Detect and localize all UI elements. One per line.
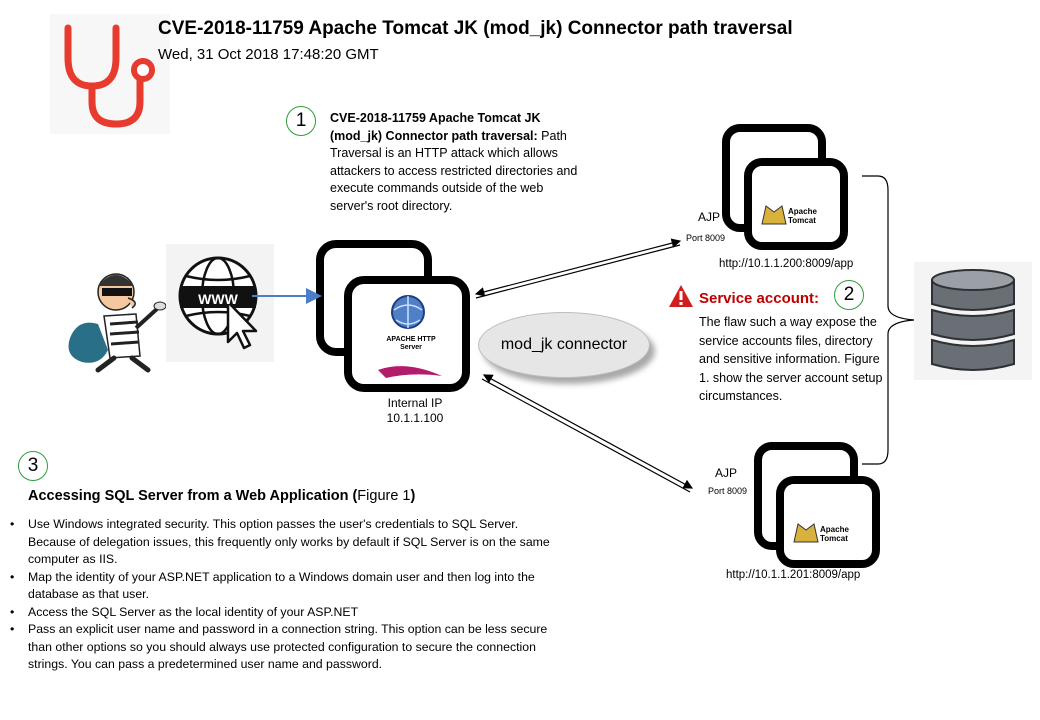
page-title: CVE-2018-11759 Apache Tomcat JK (mod_jk)…	[158, 18, 793, 39]
tomcat-1-logo-line2: Tomcat	[788, 216, 816, 225]
step-2-body: The flaw such a way expose the service a…	[699, 315, 883, 403]
internal-ip-value: 10.1.1.100	[386, 411, 444, 425]
warning-icon	[669, 285, 693, 307]
step-3-badge: 3	[18, 451, 48, 481]
tomcat-1-logo-line1: Apache	[788, 207, 817, 216]
step-1-text: CVE-2018-11759 Apache Tomcat JK (mod_jk)…	[330, 110, 590, 215]
www-label: WWW	[198, 291, 238, 307]
step-1-body: Path Traversal is an HTTP attack which a…	[330, 128, 578, 213]
step-3-heading-text: Accessing SQL Server from a Web Applicat…	[28, 488, 358, 504]
list-item: Pass an explicit user name and password …	[10, 621, 550, 674]
mod-jk-connector: mod_jk connector	[478, 312, 650, 378]
tomcat-server-1-icon	[722, 124, 848, 250]
list-item: Access the SQL Server as the local ident…	[10, 604, 550, 622]
list-item: Map the identity of your ASP.NET applica…	[10, 569, 550, 604]
lower-ajp-link	[481, 374, 694, 493]
page-date: Wed, 31 Oct 2018 17:48:20 GMT	[158, 46, 379, 63]
tomcat-2-logo-line1: Apache	[820, 525, 849, 534]
server-2-url: http://10.1.1.201:8009/app	[726, 569, 861, 581]
apache-label: APACHE HTTP Server	[366, 336, 456, 352]
tomcat-2-logo: Apache Tomcat	[820, 525, 849, 543]
server-2-port: Port 8009	[708, 486, 748, 496]
stethoscope-icon	[50, 14, 170, 134]
step-1-heading: CVE-2018-11759 Apache Tomcat JK (mod_jk)…	[330, 111, 541, 143]
tomcat-server-2-icon	[754, 442, 880, 568]
internal-ip-block: Internal IP 10.1.1.100	[370, 396, 460, 426]
internal-ip-label: Internal IP	[387, 396, 443, 410]
attacker-illustration	[68, 273, 166, 373]
step-2-heading: Service account:	[699, 290, 820, 307]
database-icon	[914, 262, 1032, 380]
step-3-heading-close: )	[410, 488, 416, 504]
apache-sub: Server	[400, 344, 422, 351]
server-2-proto: AJP	[715, 466, 738, 480]
tomcat-1-logo: Apache Tomcat	[788, 207, 817, 225]
upper-ajp-link	[474, 238, 682, 299]
step-3-bullet-list: Use Windows integrated security. This op…	[10, 516, 550, 674]
server-1-proto: AJP	[698, 210, 721, 224]
step-2-badge: 2	[834, 280, 864, 310]
tomcat-2-logo-line2: Tomcat	[820, 534, 848, 543]
step-1-badge: 1	[286, 106, 316, 136]
step-3-figure-ref: Figure 1	[357, 488, 411, 504]
list-item: Use Windows integrated security. This op…	[10, 516, 550, 569]
step-3-heading: Accessing SQL Server from a Web Applicat…	[28, 488, 415, 504]
apache-name: APACHE HTTP	[386, 336, 436, 343]
www-globe-icon	[166, 244, 274, 362]
server-1-url: http://10.1.1.200:8009/app	[719, 258, 854, 270]
server-1-port: Port 8009	[686, 233, 726, 243]
